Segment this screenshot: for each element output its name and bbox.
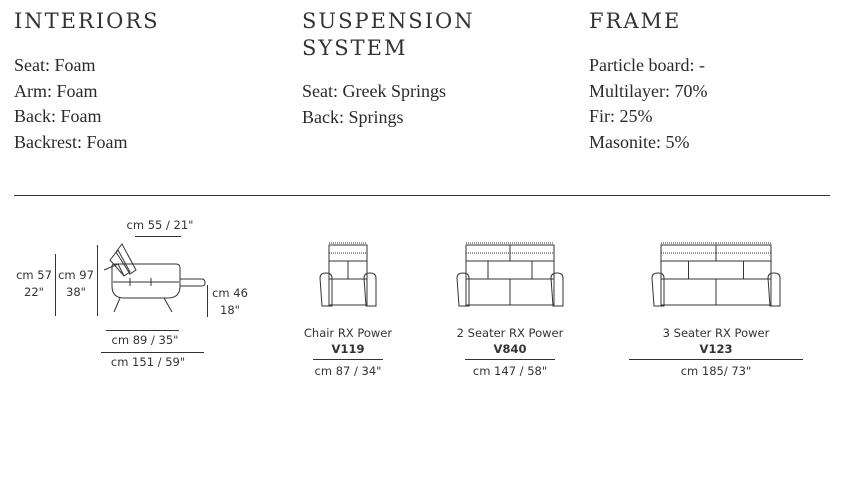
seat-height-in: 22" [24, 285, 44, 299]
dimension-line [97, 245, 98, 316]
dimension-line [629, 359, 803, 360]
interiors-item: Seat: Foam [14, 55, 96, 75]
extended-depth-label: cm 151 / 59" [110, 355, 186, 369]
dimension-line [106, 330, 179, 331]
footrest-height-label: cm 46 18" [210, 285, 250, 319]
dimension-line [465, 359, 555, 360]
model-code: V123 [699, 342, 733, 356]
suspension-item: Seat: Greek Springs [302, 81, 446, 101]
suspension-title-line: SYSTEM [302, 36, 408, 60]
frame-item: Multilayer: 70% [589, 80, 708, 101]
frame-item: Masonite: 5% [589, 131, 690, 152]
model-name: 2 Seater RX Power [456, 326, 564, 340]
footrest-cm: cm 46 [212, 286, 248, 300]
suspension-title-line: SUSPENSION [302, 9, 475, 33]
dimension-line [207, 285, 208, 317]
interiors-item: Back: Foam [14, 106, 102, 126]
footrest-in: 18" [220, 303, 240, 317]
depth-label: cm 89 / 35" [111, 333, 179, 347]
model-width: cm 147 / 58" [472, 364, 548, 378]
model-code: V119 [331, 342, 365, 356]
suspension-list: Seat: Greek Springs Back: Springs [302, 79, 446, 130]
dimension-line [55, 254, 56, 316]
interiors-title: INTERIORS [14, 9, 160, 33]
interiors-item: Arm: Foam [14, 80, 98, 101]
frame-list: Particle board: - Multilayer: 70% Fir: 2… [589, 53, 707, 155]
model-width: cm 185/ 73" [680, 364, 752, 378]
seat-height-label: cm 57 22" [14, 267, 54, 301]
sofa-front-icon [651, 242, 781, 307]
seat-height-cm: cm 57 [16, 268, 52, 282]
frame-title: FRAME [589, 9, 682, 33]
suspension-title: SUSPENSION SYSTEM [302, 8, 475, 62]
height-cm: cm 97 [58, 268, 94, 282]
frame-item: Particle board: - [589, 55, 705, 75]
interiors-item: Backrest: Foam [14, 131, 128, 152]
model-width: cm 87 / 34" [314, 364, 382, 378]
dimension-line [313, 359, 383, 360]
height-in: 38" [66, 285, 86, 299]
model-name: Chair RX Power [303, 326, 393, 340]
seat-depth-label: cm 55 / 21" [126, 218, 194, 232]
section-divider [14, 195, 830, 196]
dimension-line [101, 352, 204, 353]
suspension-item: Back: Springs [302, 106, 404, 127]
model-name: 3 Seater RX Power [662, 326, 770, 340]
dimension-line [135, 236, 181, 237]
height-label: cm 97 38" [57, 267, 95, 301]
model-code: V840 [493, 342, 527, 356]
recliner-side-icon [103, 243, 206, 313]
sofa-front-icon [456, 242, 564, 307]
frame-item: Fir: 25% [589, 106, 653, 126]
interiors-list: Seat: Foam Arm: Foam Back: Foam Backrest… [14, 53, 127, 155]
sofa-front-icon [319, 242, 377, 307]
